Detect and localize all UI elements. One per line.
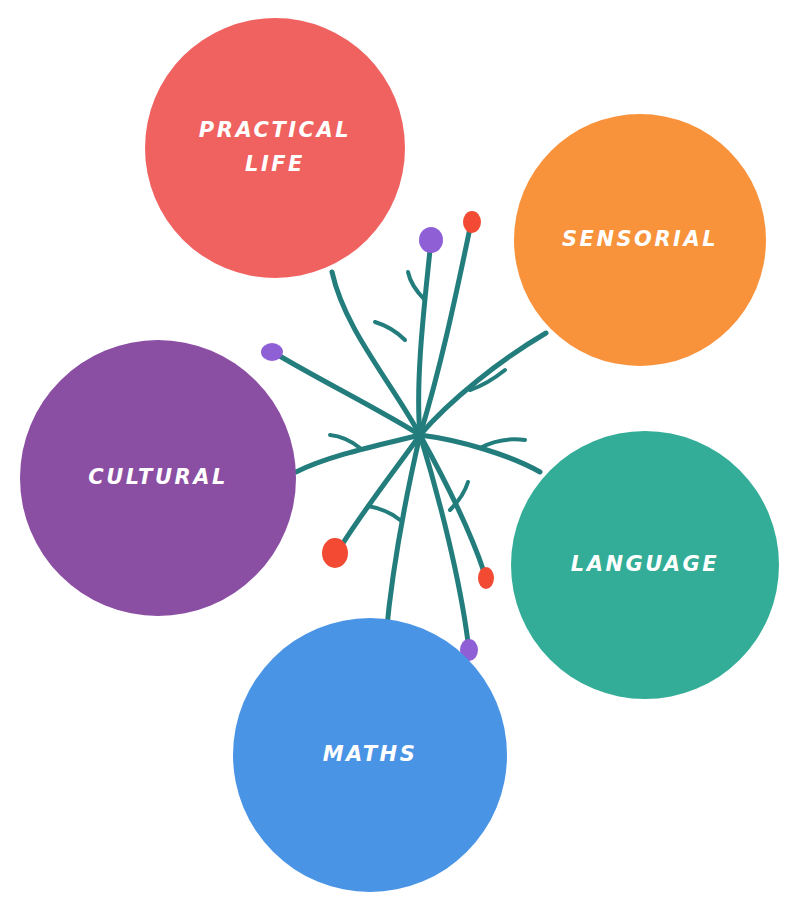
flower bbox=[478, 567, 494, 589]
leaf bbox=[368, 506, 400, 520]
area-circle: PRACTICAL LIFE bbox=[145, 18, 405, 278]
stem bbox=[420, 435, 468, 642]
stem bbox=[420, 228, 470, 435]
area-circle: MATHS bbox=[233, 618, 507, 892]
leaf bbox=[408, 272, 425, 300]
area-label: PRACTICAL LIFE bbox=[180, 114, 370, 181]
area-label: CULTURAL bbox=[88, 461, 228, 495]
circle-fill bbox=[20, 340, 296, 616]
leaf bbox=[375, 322, 405, 340]
circle-fill bbox=[514, 114, 766, 366]
area-circle: CULTURAL bbox=[20, 340, 296, 616]
flower bbox=[419, 227, 443, 253]
area-label: LANGUAGE bbox=[571, 548, 719, 582]
circle-shape bbox=[145, 18, 405, 278]
stem bbox=[386, 435, 420, 636]
area-circle: SENSORIAL bbox=[514, 114, 766, 366]
flower bbox=[463, 211, 481, 233]
leaf bbox=[470, 370, 505, 390]
circle-fill bbox=[145, 18, 405, 278]
area-label: SENSORIAL bbox=[562, 223, 718, 257]
area-label: MATHS bbox=[323, 738, 418, 772]
flower bbox=[261, 343, 283, 361]
circle-fill bbox=[511, 431, 779, 699]
leaf bbox=[330, 435, 360, 448]
stem bbox=[340, 435, 420, 548]
leaf bbox=[480, 439, 525, 448]
leaf bbox=[450, 482, 468, 510]
stem bbox=[296, 435, 420, 472]
area-circle: LANGUAGE bbox=[511, 431, 779, 699]
stem bbox=[420, 333, 546, 435]
flower bbox=[322, 538, 348, 568]
stem bbox=[278, 355, 420, 435]
circle-fill bbox=[233, 618, 507, 892]
